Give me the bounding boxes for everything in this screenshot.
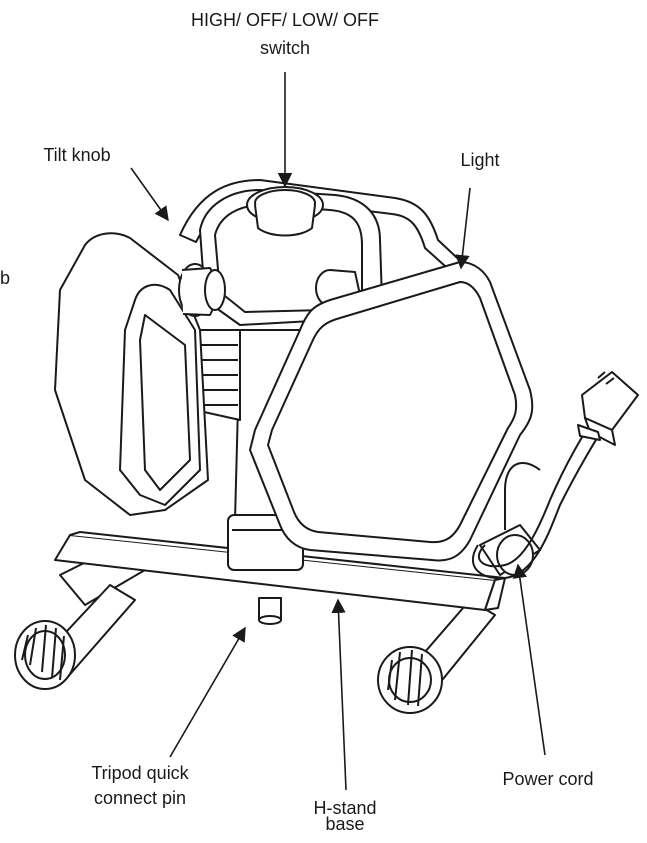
label-tilt-knob: Tilt knob (43, 145, 111, 165)
label-switch-line1: HIGH/ OFF/ LOW/ OFF (191, 10, 379, 30)
label-cut-off-edge: b (0, 268, 11, 288)
label-hstand-line1: H-stand (313, 798, 377, 818)
leader-tilt-knob (130, 167, 169, 222)
light-head-left (54, 232, 209, 516)
label-switch-line2: switch (259, 38, 310, 58)
foot-right-rear (479, 524, 541, 576)
light-head-right (249, 261, 534, 562)
tilt-knob-left (178, 263, 226, 317)
leader-power-cord (512, 563, 546, 756)
label-power-cord: Power cord (502, 769, 594, 789)
foot-right (377, 599, 496, 714)
leader-h-stand (331, 598, 347, 791)
label-hstand-line2: base (325, 814, 365, 834)
leader-tripod-pin (169, 626, 246, 758)
power-cord (472, 409, 611, 580)
leader-light (455, 187, 471, 270)
power-plug (577, 371, 639, 446)
label-light: Light (460, 150, 500, 170)
label-tripod-line2: connect pin (93, 788, 187, 808)
label-tripod-line1: Tripod quick (91, 763, 189, 783)
tripod-connect-pin (258, 597, 282, 625)
foot-left (14, 584, 136, 690)
